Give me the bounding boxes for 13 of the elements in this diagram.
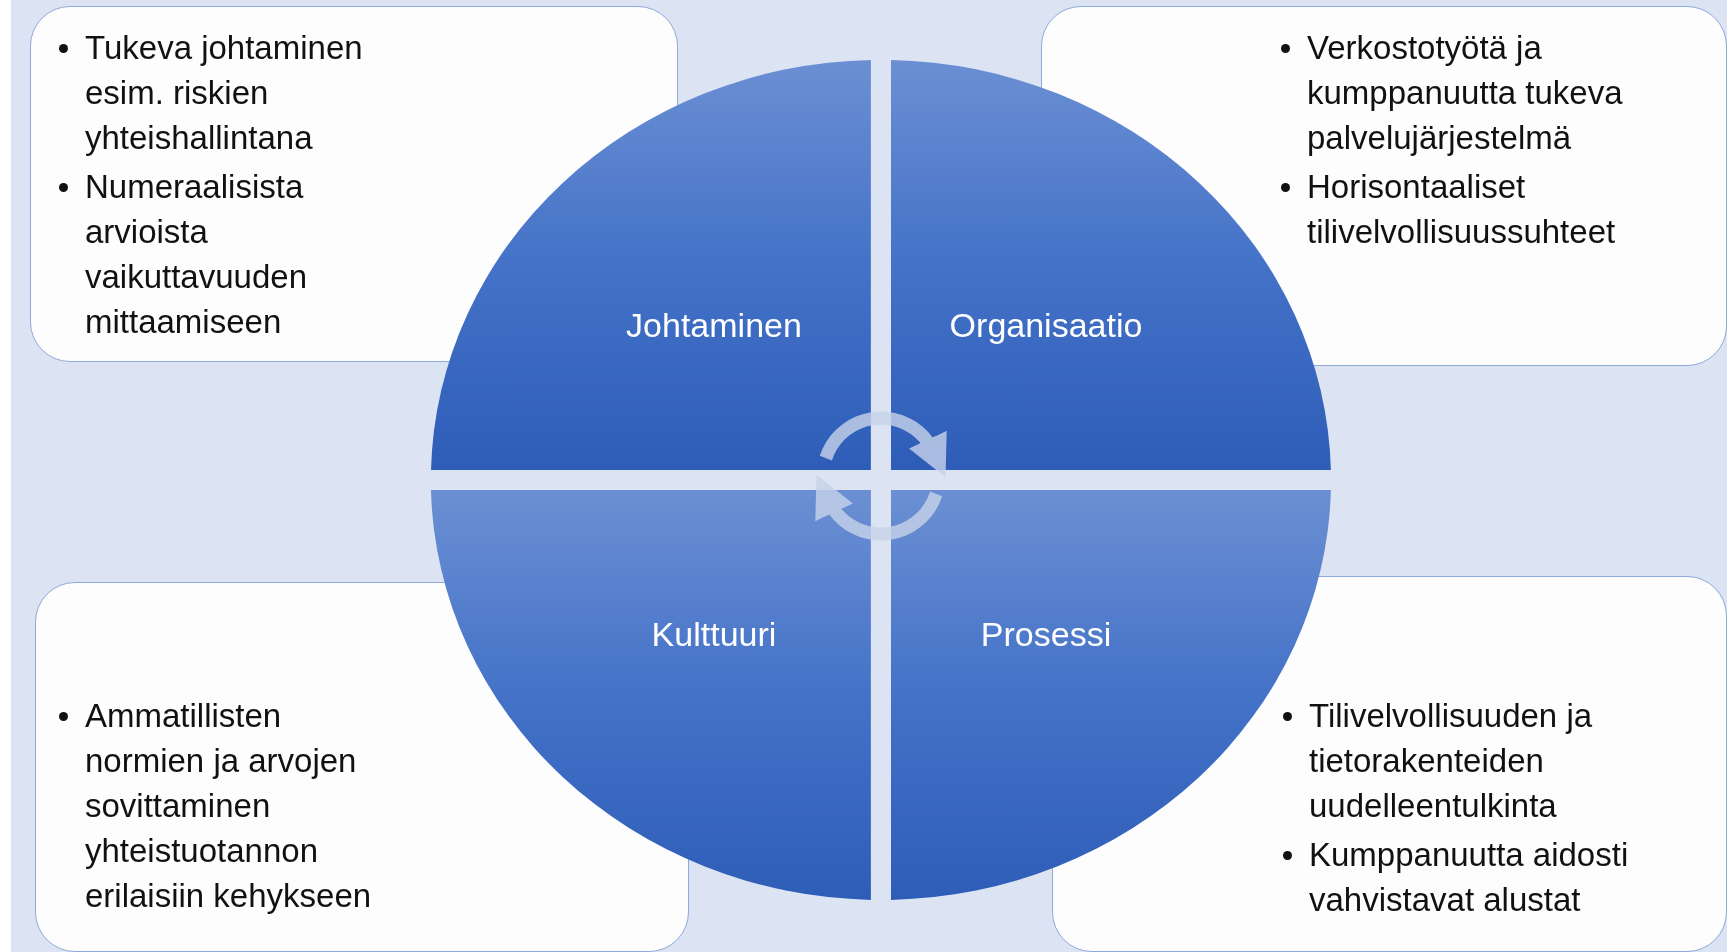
quadrant-label: Prosessi: [980, 614, 1112, 654]
bullet-point: Kumppanuutta aidosti vahvistavat alustat: [1283, 832, 1723, 922]
bullet-point: Numeraalisista arvioista vaikuttavuuden mittaamiseen: [59, 164, 379, 344]
cycle-arrow: [819, 411, 947, 478]
quadrant-label: Organisaatio: [949, 305, 1143, 345]
bullet-point: Tilivelvollisuuden ja tietorakenteiden uudelleentulkinta: [1283, 693, 1723, 828]
bullet-point: Tukeva johtaminen esim. riskien yhteishallintana: [59, 25, 379, 160]
bullet-point: Verkostotyötä ja kumppanuutta tukeva palvelujärjestelmä: [1281, 25, 1721, 160]
bullet-point: Ammatillisten normien ja arvojen sovittaminen yhteistuotannon erilaisiin kehykseen: [59, 693, 404, 918]
quadrant-label: Johtaminen: [626, 305, 802, 345]
quadrant-label: Kulttuuri: [651, 614, 777, 654]
cycle-arrow: [815, 474, 943, 541]
bullet-point: Horisontaaliset tilivelvollisuussuhteet: [1281, 164, 1721, 254]
